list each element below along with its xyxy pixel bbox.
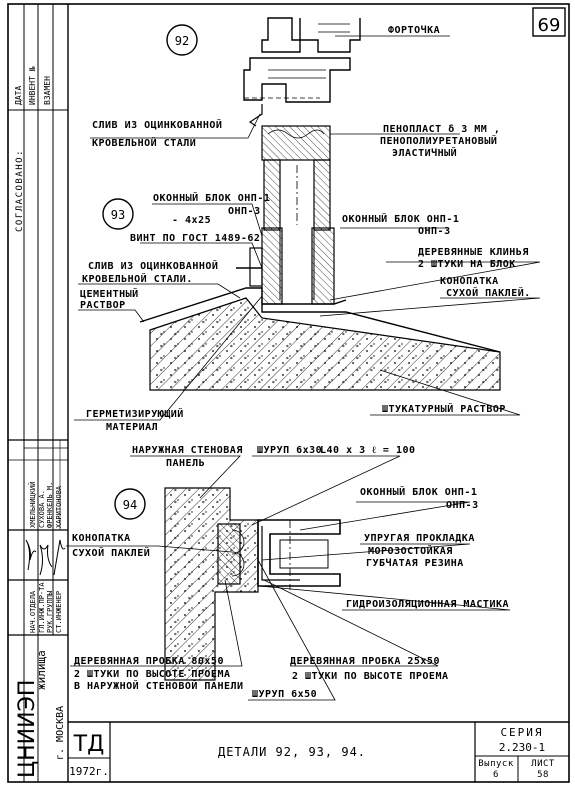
label-shurup1: ШУРУП 6х30: [257, 445, 322, 456]
signature-3: [53, 539, 66, 576]
replace-label: ВЗАМЕН: [43, 76, 52, 105]
label-okblok3-b: ОНП-3: [446, 500, 479, 511]
label-klinya-b: 2 ШТУКИ НА БЛОК: [418, 259, 516, 270]
label-konopatka1-b: СУХОЙ ПАКЛЕЙ.: [446, 286, 531, 299]
label-germet-a: ГЕРМЕТИЗИРУЮЩИЙ: [86, 407, 184, 420]
label-okblok1-b: ОНП-3: [228, 206, 261, 217]
date-label: ДАТА: [14, 86, 23, 105]
sheet-frame: [7, 3, 570, 783]
label-prokladka-b: МОРОЗОСТОЙКАЯ: [368, 544, 453, 557]
label-penoplast-c: ЭЛАСТИЧНЫЙ: [392, 146, 457, 159]
label-sliv2-b: КРОВЕЛЬНОЙ СТАЛИ.: [82, 272, 193, 285]
detail-93-drawing: [139, 227, 501, 391]
label-probka1-c: В НАРУЖНОЙ СТЕНОВОЙ ПАНЕЛИ: [74, 679, 244, 692]
role-2: ГЛ.ИНЖ.ПР-ТА: [38, 582, 46, 633]
callout-92: 92: [166, 24, 198, 56]
sheet-label: ЛИСТ: [531, 759, 555, 769]
label-vint: ВИНТ ПО ГОСТ 1489-62: [130, 233, 260, 244]
label-fortochka: ФОРТОЧКА: [388, 24, 440, 36]
agreed-label: СОГЛАСОВАНО:: [15, 149, 25, 232]
signature-2: [39, 544, 53, 576]
label-klinya-a: ДЕРЕВЯННЫЕ КЛИНЬЯ: [418, 247, 529, 258]
label-probka1-b: 2 ШТУКИ ПО ВЫСОТЕ ПРОЕМА: [74, 669, 231, 680]
page-number-box: [532, 7, 566, 37]
series-label: СЕРИЯ: [500, 726, 543, 739]
label-okblok2-a: ОКОННЫЙ БЛОК ОНП-1: [342, 212, 459, 225]
label-okblok2-b: ОНП-3: [418, 226, 451, 237]
callout-94: 94: [114, 488, 146, 520]
labels: ФОРТОЧКА СЛИВ ИЗ ОЦИНКОВАННОЙ КРОВЕЛЬНОЙ…: [72, 24, 531, 700]
name-1: ХМЕЛЬНИЦКИЙ: [28, 482, 37, 528]
svg-text:93: 93: [111, 208, 125, 222]
role-1: НАЧ.ОТДЕЛА: [29, 590, 37, 633]
year: 1972г.: [69, 765, 109, 778]
label-panel-b: ПАНЕЛЬ: [166, 458, 205, 469]
org-subname: жилища: [35, 650, 48, 690]
label-strip: - 4х25: [172, 215, 211, 226]
series-value: 2.230-1: [499, 741, 545, 754]
label-ugolok: L40 х 3 ℓ = 100: [320, 445, 416, 456]
role-4: СТ.ИНЖЕНЕР: [55, 591, 63, 633]
label-penoplast-b: ПЕНОПОЛИУРЕТАНОВЫЙ: [380, 134, 497, 147]
sheet-value: 58: [537, 770, 549, 780]
label-okblok1-a: ОКОННЫЙ БЛОК ОНП-1: [153, 191, 270, 204]
label-germet-b: МАТЕРИАЛ: [106, 422, 158, 433]
label-konopatka1-a: КОНОПАТКА: [440, 276, 499, 287]
issue-value: 6: [493, 770, 499, 780]
label-prokladka-c: ГУБЧАТАЯ РЕЗИНА: [366, 557, 464, 569]
leader-lines: [66, 35, 541, 701]
label-sliv1-a: СЛИВ ИЗ ОЦИНКОВАННОЙ: [92, 118, 222, 131]
name-4: ХАРИТОНОВА: [55, 485, 63, 528]
svg-text:94: 94: [123, 498, 137, 512]
label-shtuk: ШТУКАТУРНЫЙ РАСТВОР: [382, 402, 506, 415]
label-cement-b: РАСТВОР: [80, 300, 126, 311]
label-prokladka-a: УПРУГАЯ ПРОКЛАДКА: [364, 533, 475, 544]
label-sliv1-b: КРОВЕЛЬНОЙ СТАЛИ: [92, 136, 196, 149]
page-number: 69: [538, 15, 561, 36]
sheet-title: ДЕТАЛИ 92, 93, 94.: [218, 745, 366, 759]
label-probka1-a: ДЕРЕВЯННАЯ ПРОБКА 80х50: [74, 656, 224, 667]
label-okblok3-a: ОКОННЫЙ БЛОК ОНП-1: [360, 485, 477, 498]
name-2: СУХОВА А.: [38, 490, 46, 528]
title-block: ТД 1972г. ДЕТАЛИ 92, 93, 94. СЕРИЯ 2.230…: [68, 721, 569, 782]
signature-block: ХМЕЛЬНИЦКИЙ СУХОВА А. ФРЕНКЕЛЬ М. ХАРИТО…: [23, 440, 66, 635]
label-konopatka2-a: КОНОПАТКА: [72, 533, 131, 544]
label-sliv2-a: СЛИВ ИЗ ОЦИНКОВАННОЙ: [88, 259, 218, 272]
name-3: ФРЕНКЕЛЬ М.: [46, 482, 54, 528]
signature-1: [25, 539, 37, 571]
label-cement-a: ЦЕМЕНТНЫЙ: [80, 287, 139, 300]
detail-92-drawing: [243, 17, 361, 300]
issue-label: Выпуск: [478, 759, 514, 769]
label-shurup2: ШУРУП 6х50: [252, 689, 317, 700]
org-city: г. МОСКВА: [55, 706, 66, 760]
svg-text:92: 92: [175, 34, 189, 48]
label-probka2-b: 2 ШТУКИ ПО ВЫСОТЕ ПРОЕМА: [292, 671, 449, 682]
org-name: ЦНИИЭП: [15, 680, 40, 778]
label-panel-a: НАРУЖНАЯ СТЕНОВАЯ: [132, 445, 243, 456]
role-3: РУК.ГРУППЫ: [46, 591, 54, 633]
label-penoplast-a: ПЕНОПЛАСТ δ 3 ММ ,: [383, 124, 500, 135]
label-gidro: ГИДРОИЗОЛЯЦИОННАЯ МАСТИКА: [346, 599, 509, 610]
detail-94-drawing: [164, 487, 341, 681]
label-konopatka2-b: СУХОЙ ПАКЛЕЙ: [72, 546, 150, 559]
label-probka2-a: ДЕРЕВЯННАЯ ПРОБКА 25х50: [290, 656, 440, 667]
stamp-td: ТД: [73, 732, 105, 757]
org-block: ЦНИИЭП жилища г. МОСКВА: [15, 650, 66, 778]
inventory-label: ИНВЕНТ №: [28, 66, 37, 105]
callout-93: 93: [102, 198, 134, 230]
